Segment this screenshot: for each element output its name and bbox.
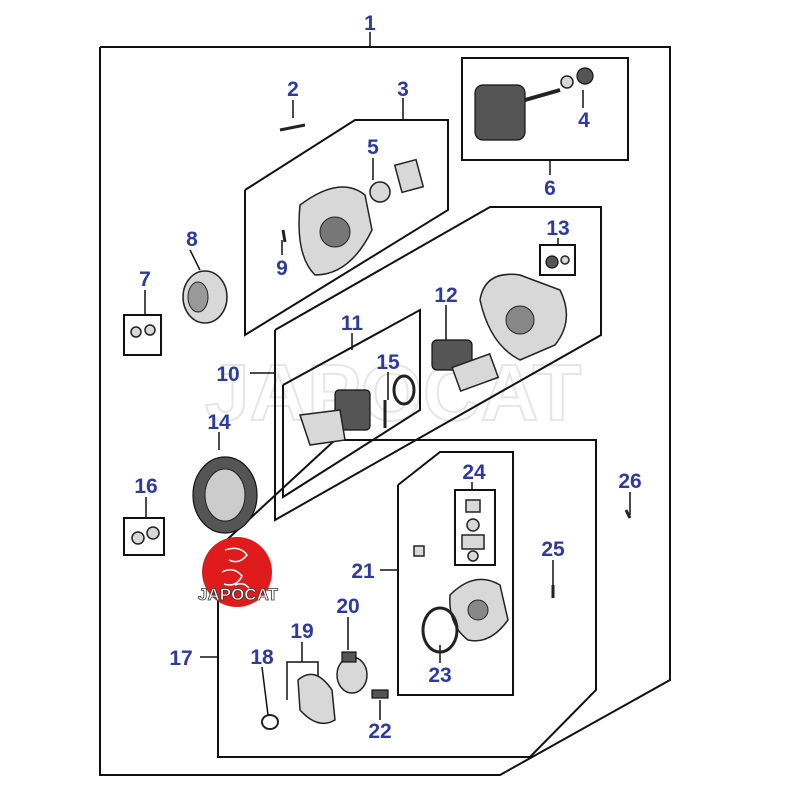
part-plug-21 xyxy=(413,545,425,557)
callout-23: 23 xyxy=(428,664,451,687)
callout-5: 5 xyxy=(367,136,379,159)
part-vacuum-pump-19 xyxy=(297,673,336,725)
callout-15: 15 xyxy=(376,351,400,374)
callout-2: 2 xyxy=(287,78,299,101)
callout-3: 3 xyxy=(397,78,409,101)
callout-20: 20 xyxy=(336,595,359,618)
frame-6 xyxy=(461,57,629,161)
part-rectifier-11 xyxy=(298,389,371,446)
callout-16: 16 xyxy=(134,475,157,498)
callout-12: 12 xyxy=(434,284,457,307)
part-washers-16 xyxy=(131,526,160,545)
callout-7: 7 xyxy=(139,268,151,291)
part-vanes-22 xyxy=(371,689,389,699)
part-rotor-6 xyxy=(474,67,594,141)
frame-3 xyxy=(244,119,449,337)
part-o-ring-18 xyxy=(261,714,279,730)
callout-17: 17 xyxy=(169,647,192,670)
callout-24: 24 xyxy=(462,461,486,484)
part-stator-14 xyxy=(192,456,258,534)
leader-lines xyxy=(144,32,631,720)
callout-22: 22 xyxy=(368,720,391,743)
callout-11: 11 xyxy=(341,312,364,335)
callout-1: 1 xyxy=(364,12,376,35)
part-o-ring-23 xyxy=(421,606,459,654)
part-nut-13 xyxy=(545,255,570,269)
frame-10 xyxy=(274,206,602,522)
part-washers-7 xyxy=(130,324,156,338)
part-front-housing-3 xyxy=(281,158,425,276)
frame-24 xyxy=(454,489,496,566)
frame-16 xyxy=(123,517,165,556)
callout-8: 8 xyxy=(186,228,198,251)
part-rear-housing-10 xyxy=(479,273,568,361)
frame-11 xyxy=(282,308,421,499)
callout-26: 26 xyxy=(618,470,641,493)
part-regulator-12 xyxy=(431,339,500,393)
part-rear-cover-21 xyxy=(449,578,509,642)
callout-9: 9 xyxy=(276,257,288,280)
callout-25: 25 xyxy=(541,538,565,561)
part-pulley-8 xyxy=(182,270,228,324)
part-15 xyxy=(383,374,416,428)
part-bolt-2 xyxy=(279,123,306,132)
callout-19: 19 xyxy=(290,620,313,643)
callout-14: 14 xyxy=(207,411,231,434)
frame-1 xyxy=(99,46,671,776)
callout-21: 21 xyxy=(351,560,375,583)
callout-13: 13 xyxy=(546,217,569,240)
callout-6: 6 xyxy=(544,177,556,200)
callout-18: 18 xyxy=(250,646,274,669)
logo-text: JAPOCAT xyxy=(198,585,279,604)
part-bolt-26 xyxy=(624,509,632,519)
japocat-logo: JAPOCAT xyxy=(198,537,279,607)
frame-7 xyxy=(123,314,162,356)
part-valve-24 xyxy=(461,499,485,562)
callout-4: 4 xyxy=(578,109,590,132)
frame-21 xyxy=(397,451,514,696)
callout-10: 10 xyxy=(216,363,239,386)
part-rotor-20 xyxy=(336,651,368,694)
callout-labels: 1 2 3 4 5 6 7 8 9 10 11 12 13 14 15 16 1… xyxy=(134,12,641,743)
